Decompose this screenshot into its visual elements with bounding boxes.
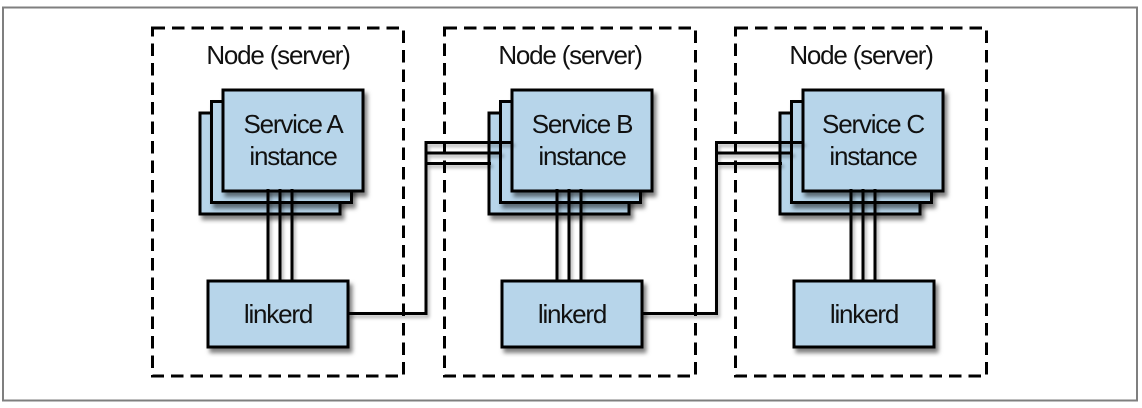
node-2-title: Node (server) [498, 40, 642, 70]
service-a-instance-box-front [221, 88, 365, 193]
node-2-dashed-border [443, 26, 697, 378]
service-a-label-line1: Service A [243, 109, 344, 139]
linkerd-label-node-3: linkerd [830, 299, 898, 329]
node-3-title: Node (server) [789, 40, 933, 70]
connector-linkerd1-to-serviceB [348, 141, 513, 315]
node-3: Node (server) Service C instance linkerd [734, 26, 988, 378]
figure-frame [2, 6, 1138, 402]
connector-trunk [348, 141, 513, 315]
service-c-label-line1: Service C [822, 109, 924, 139]
service-b-label-line1: Service B [532, 109, 632, 139]
node-3-dashed-border [734, 26, 988, 378]
linkerd-box-node-2 [500, 279, 644, 349]
service-a-to-linkerd-links [266, 189, 294, 284]
node-1-title: Node (server) [206, 40, 350, 70]
linkerd-label-node-2: linkerd [538, 299, 606, 329]
linkerd-label-node-1: linkerd [244, 299, 312, 329]
node-2: Node (server) Service B instance linkerd [443, 26, 697, 378]
connector-linkerd2-to-serviceC [641, 141, 804, 315]
connector-trunk [641, 141, 804, 315]
service-b-instance-box-front [510, 88, 654, 193]
service-c-instance-box-front [801, 88, 945, 193]
service-a-label-line2: instance [249, 141, 337, 171]
service-c-label-line2: instance [829, 141, 917, 171]
node-1-dashed-border [151, 26, 405, 378]
service-b-label-line2: instance [538, 141, 626, 171]
node-1: Node (server) Service A instance linkerd [151, 26, 405, 378]
linkerd-box-node-3 [792, 279, 936, 349]
linkerd-box-node-1 [206, 279, 350, 349]
service-a-instance-stack: Service A instance [198, 88, 365, 216]
service-c-to-linkerd-links [849, 189, 877, 284]
service-b-to-linkerd-links [555, 189, 583, 284]
service-b-instance-stack: Service B instance [487, 88, 654, 216]
